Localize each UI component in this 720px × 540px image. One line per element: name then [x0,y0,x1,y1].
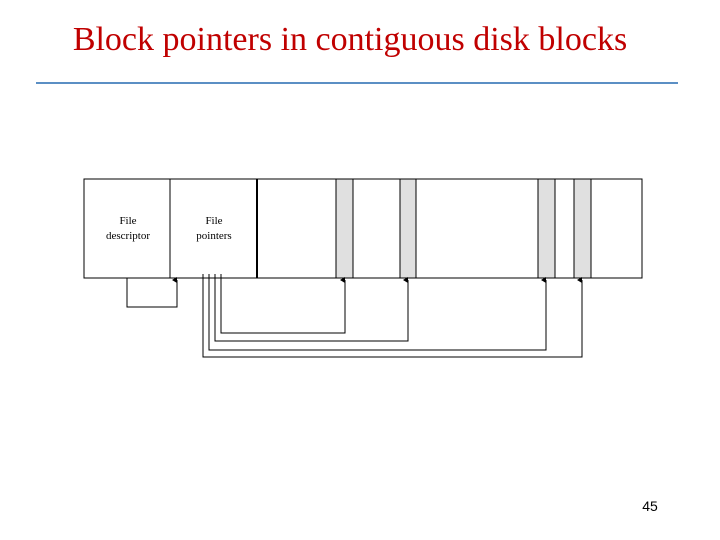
data-block-1 [335,178,354,279]
data-block-4 [573,178,592,279]
disk-strip [83,178,643,279]
title-divider [36,82,678,84]
file-descriptor-label-line1: File [119,215,136,227]
pointer-arrow-block-2 [214,274,409,342]
data-block-2 [399,178,417,279]
file-descriptor-label-line2: descriptor [106,230,150,242]
slide-title: Block pointers in contiguous disk blocks [72,21,628,58]
pointer-arrow-block-3 [208,274,547,351]
descriptor-to-pointers-arrow [126,277,178,308]
file-pointers-label-line1: File [205,215,222,227]
data-block-3 [537,178,556,279]
page-number: 45 [642,498,658,514]
pointer-arrow-block-4 [202,274,583,358]
file-pointers-label-line2: pointers [196,230,231,242]
pointer-arrow-block-1 [220,274,346,334]
